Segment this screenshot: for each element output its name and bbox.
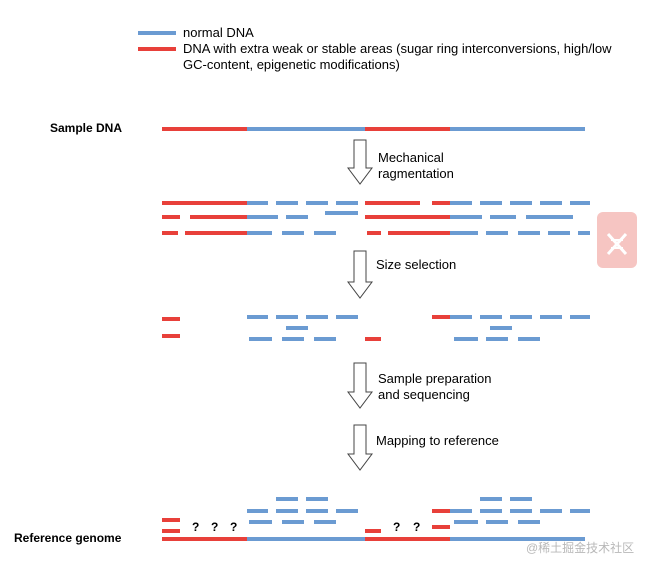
watermark-text: @稀土掘金技术社区 xyxy=(526,540,634,555)
step-sample-preparation-line1: Sample preparation xyxy=(378,371,491,386)
unknown-mark: ? xyxy=(192,520,199,534)
legend-weak-label-line2: GC-content, epigenetic modifications) xyxy=(183,57,400,72)
arrow-down-icon xyxy=(347,362,373,409)
legend-normal-label: normal DNA xyxy=(183,25,254,40)
unknown-mark: ? xyxy=(211,520,218,534)
unknown-mark: ? xyxy=(393,520,400,534)
dna-helix-icon xyxy=(597,212,637,268)
legend-weak-label-line1: DNA with extra weak or stable areas (sug… xyxy=(183,41,612,56)
step-sample-preparation-line2: and sequencing xyxy=(378,387,470,402)
size-selected-dna xyxy=(162,315,590,341)
reference-genome-label: Reference genome xyxy=(14,531,122,545)
step-size-selection: Size selection xyxy=(376,257,456,272)
arrow-down-icon xyxy=(347,424,373,471)
unknown-mark: ? xyxy=(413,520,420,534)
unknown-mark: ? xyxy=(230,520,237,534)
step-mechanical-fragmentation-line2: ragmentation xyxy=(378,166,454,181)
mapped-reads xyxy=(162,497,590,533)
arrow-down-icon xyxy=(347,250,373,299)
arrow-down-icon xyxy=(347,139,373,185)
step-mechanical-fragmentation-line1: Mechanical xyxy=(378,150,444,165)
sample-dna-label: Sample DNA xyxy=(50,121,122,135)
legend: normal DNA DNA with extra weak or stable… xyxy=(138,25,612,72)
step-mapping-to-reference: Mapping to reference xyxy=(376,433,499,448)
fragmented-dna xyxy=(162,201,590,235)
unmapped-regions: ? ? ? ? ? xyxy=(192,520,420,534)
